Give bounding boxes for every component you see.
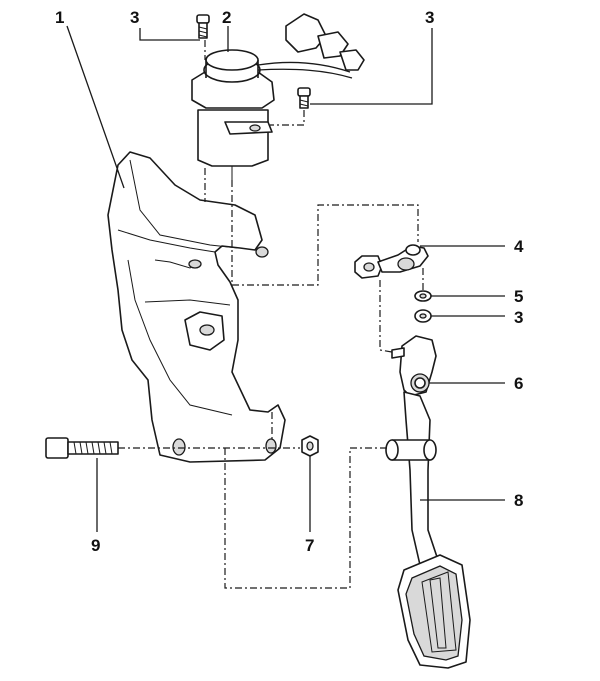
callout-3-top-left: 3: [130, 8, 139, 27]
screw-top-left: [196, 14, 210, 39]
callout-1: 1: [55, 8, 64, 27]
callout-3-top-right: 3: [425, 8, 434, 27]
callout-8: 8: [514, 491, 523, 510]
bolt-9: [45, 437, 119, 459]
callout-9: 9: [91, 536, 100, 555]
leader-lines: [66, 25, 505, 532]
callout-7: 7: [305, 536, 314, 555]
pedal-bracket: [107, 151, 286, 463]
sender-connector-plug: [285, 13, 365, 71]
callout-4: 4: [514, 237, 524, 256]
linkage-rod: [354, 244, 429, 279]
nut-7: [301, 435, 319, 457]
pedal-pad: [397, 554, 471, 669]
nut-3: [414, 309, 432, 323]
screw-top-right: [297, 87, 311, 109]
assembly-lines: [118, 40, 424, 589]
callout-2: 2: [222, 8, 231, 27]
callout-5: 5: [514, 287, 523, 306]
callout-6: 6: [514, 374, 523, 393]
pedal-position-sender: [191, 13, 365, 180]
washer-5: [414, 290, 432, 302]
pedal-lever: [385, 335, 439, 566]
callout-3-right: 3: [514, 308, 523, 327]
